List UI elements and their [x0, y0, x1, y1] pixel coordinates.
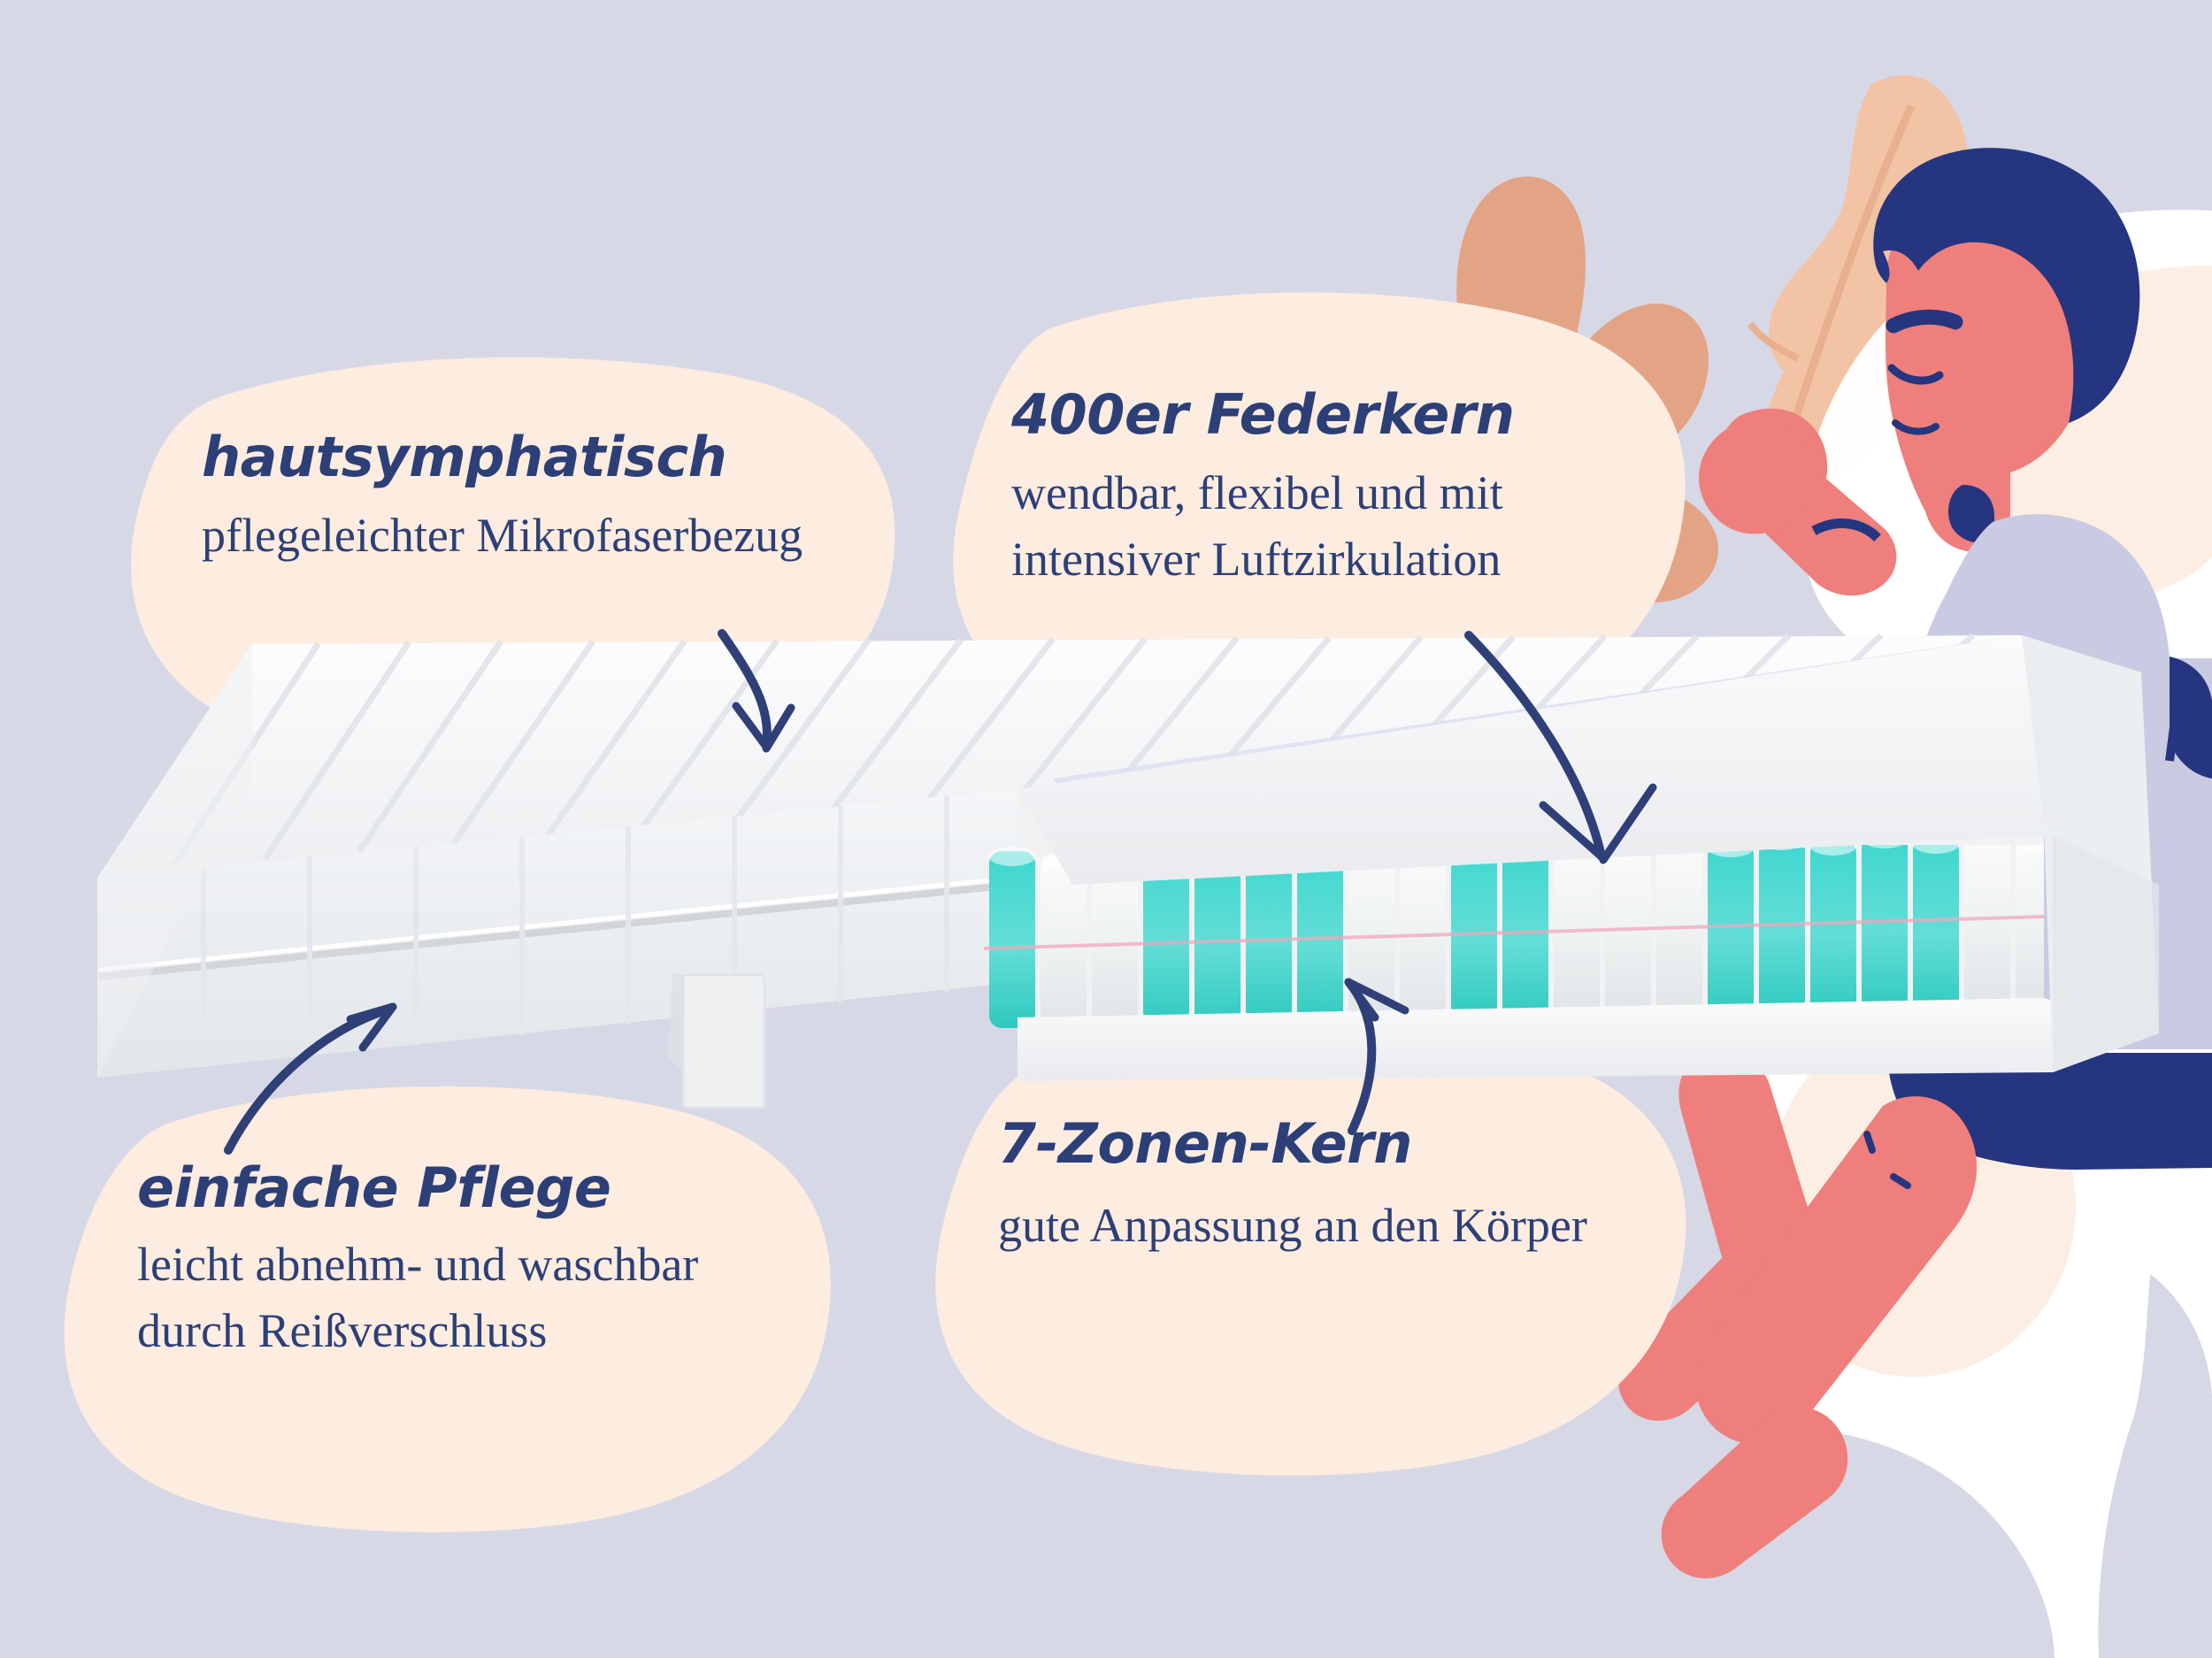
annotation-arrows: [224, 629, 1657, 1155]
knee-line-1: [1863, 1131, 1876, 1154]
callout-cover-line-1: pflegeleichter Mikrofaserbezug: [202, 509, 803, 562]
banana-leaf-vein: [1792, 104, 1916, 418]
foam-top-slab: [1018, 635, 2141, 885]
callout-cover-headline: hautsymphatisch: [202, 425, 727, 489]
hair: [1873, 148, 2140, 423]
callout-care-headline: einfache Pflege: [137, 1155, 611, 1220]
head-face: [1886, 197, 2095, 553]
closed-eye: [1887, 364, 1944, 385]
callout-spring-line-1: wendbar, flexibel und mit: [1011, 466, 1503, 519]
callout-blob-care: [64, 1086, 831, 1532]
arrow-to-cover: [718, 629, 795, 753]
callout-cover: hautsymphatisch pflegeleichter Mikrofase…: [202, 430, 803, 567]
callout-care-line-2: durch Reißverschluss: [137, 1304, 548, 1358]
foam-slab-edge: [2022, 635, 2141, 835]
callout-spring-headline: 400er Federkern: [1011, 382, 1515, 447]
banana-leaf-vein-2: [1747, 321, 1800, 362]
callout-care: einfache Pflege leicht abnehm- und wasch…: [137, 1161, 698, 1363]
mouth: [1892, 419, 1939, 435]
eyebrow: [1886, 309, 1963, 334]
callout-spring: 400er Federkern wendbar, flexibel und mi…: [1011, 388, 1515, 592]
carry-handle: [681, 973, 766, 1109]
zipper-highlight: [98, 875, 1017, 972]
callout-blob-zones: [935, 1031, 1686, 1476]
hand-near: [1699, 421, 1810, 534]
callout-blob-spring: [953, 292, 1686, 748]
spring-thread: [984, 915, 2044, 950]
leg-far-thigh: [1678, 1050, 1820, 1300]
foam-right-wall-shade: [2053, 835, 2159, 1072]
callout-zones-line-1: gute Anpassung an den Körper: [998, 1199, 1587, 1252]
mattress: [97, 633, 2159, 1109]
sleeve-seam-right: [2165, 666, 2186, 762]
callout-zones-headline: 7-Zonen-Kern: [998, 1111, 1412, 1176]
handle-shadow: [667, 973, 683, 1071]
callout-care-line-1: leicht abnehm- und waschbar: [137, 1238, 699, 1291]
callout-zones: 7-Zonen-Kern gute Anpassung an den Körpe…: [998, 1117, 1587, 1257]
side-quilting: [201, 795, 949, 1067]
foam-bottom-slab: [1018, 998, 2159, 1081]
neck-shadow: [1948, 485, 1994, 543]
sheet-lavender-shadow-right: [2098, 1274, 2212, 1658]
arrow-to-zipper: [224, 1002, 397, 1155]
zipper-line: [98, 881, 1017, 980]
sleeve-line-far: [1811, 518, 1881, 542]
arrow-to-spring-core: [1464, 631, 1657, 864]
mattress-left-end: [97, 644, 252, 1078]
callout-spring-line-2: intensiver Luftzirkulation: [1011, 533, 1502, 587]
knee-line-2: [1890, 1173, 1911, 1189]
arrow-to-zones: [1344, 978, 1409, 1135]
foot-near: [1661, 1407, 1848, 1579]
